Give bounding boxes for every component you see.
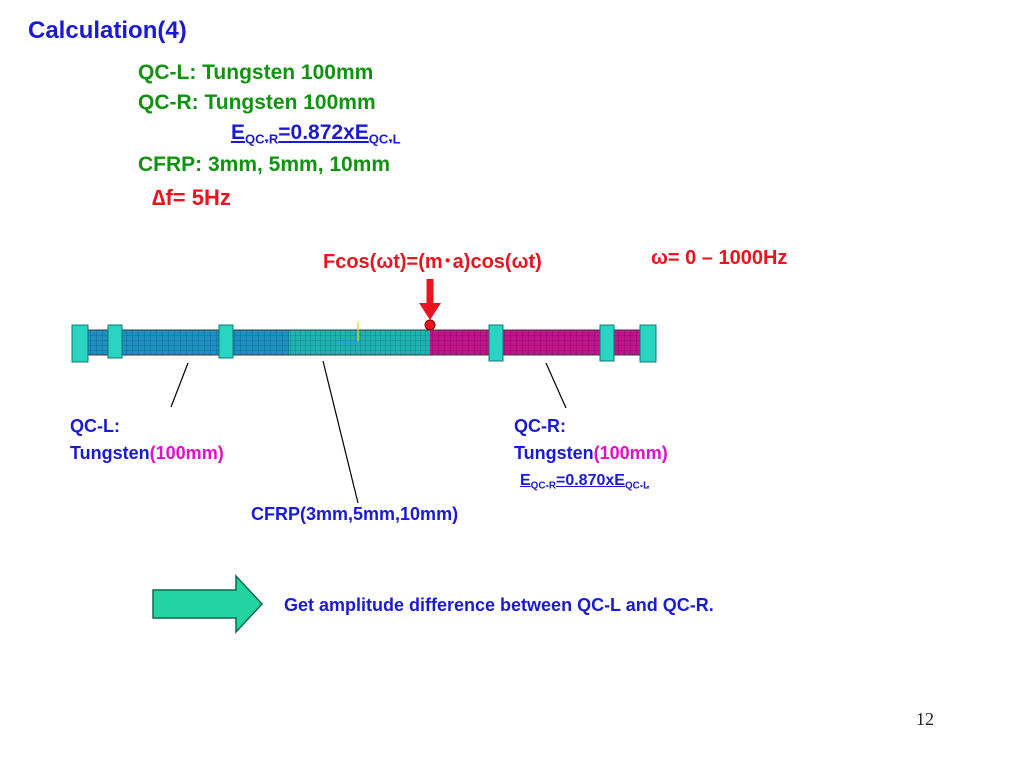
support-4 xyxy=(488,324,504,362)
force-arrow xyxy=(419,279,441,331)
label-qc-l-material: Tungsten xyxy=(70,443,150,463)
param-delta-f: ∆f= 5Hz xyxy=(152,185,231,211)
label-qc-r-name: QC-R: xyxy=(514,416,566,436)
support-2 xyxy=(107,324,123,359)
slide-title: Calculation(4) xyxy=(28,17,187,44)
label-qc-r-material: Tungsten xyxy=(514,443,594,463)
eq2-e: E xyxy=(520,472,531,489)
label-qc-l-desc: Tungsten(100mm) xyxy=(70,443,224,464)
beam-supports xyxy=(71,324,657,363)
pointer-cfrp xyxy=(322,360,359,504)
force-formula: Fcos(ωt)=(m･a)cos(ωt) xyxy=(323,251,542,273)
param-qc-r: QC-R: Tungsten 100mm xyxy=(138,91,376,114)
conclusion-text: Get amplitude difference between QC-L an… xyxy=(284,595,714,615)
conclusion-arrow xyxy=(152,574,264,634)
axis-marker xyxy=(340,322,362,343)
param-elastic-ratio: EQC-R=0.872xEQC-L xyxy=(231,121,401,147)
label-qc-r-desc: Tungsten(100mm) xyxy=(514,443,668,464)
label-elastic-ratio: EQC-R=0.870xEQC-L xyxy=(520,472,649,491)
label-qc-r-length: (100mm) xyxy=(593,443,668,463)
eq2-mid: =0.870xE xyxy=(555,472,625,489)
eq1-sub-qcl: QC-L xyxy=(368,131,401,147)
label-qc-l-length: (100mm) xyxy=(149,443,224,463)
support-6 xyxy=(639,324,657,363)
pointer-qc-l xyxy=(170,362,189,408)
beam-qc-r-section xyxy=(430,330,656,355)
support-5 xyxy=(599,324,615,362)
eq1-e: E xyxy=(231,121,246,144)
support-3 xyxy=(218,324,234,359)
delta-f-value: f= 5Hz xyxy=(165,185,231,210)
pointer-qc-r xyxy=(545,362,567,409)
param-qc-l: QC-L: Tungsten 100mm xyxy=(138,61,374,84)
page-number: 12 xyxy=(916,709,934,729)
eq2-sub-qcl: QC-L xyxy=(624,480,650,492)
eq2-sub-qcr: QC-R xyxy=(530,480,556,492)
delta-symbol: ∆ xyxy=(152,185,166,210)
omega-range: ω= 0 – 1000Hz xyxy=(651,247,788,269)
eq1-sub-qcr: QC-R xyxy=(245,131,279,147)
label-cfrp: CFRP(3mm,5mm,10mm) xyxy=(251,504,459,524)
eq1-mid: =0.872xE xyxy=(278,121,369,144)
label-qc-l-name: QC-L: xyxy=(70,416,120,436)
param-cfrp: CFRP: 3mm, 5mm, 10mm xyxy=(138,153,391,176)
support-1 xyxy=(71,324,89,363)
